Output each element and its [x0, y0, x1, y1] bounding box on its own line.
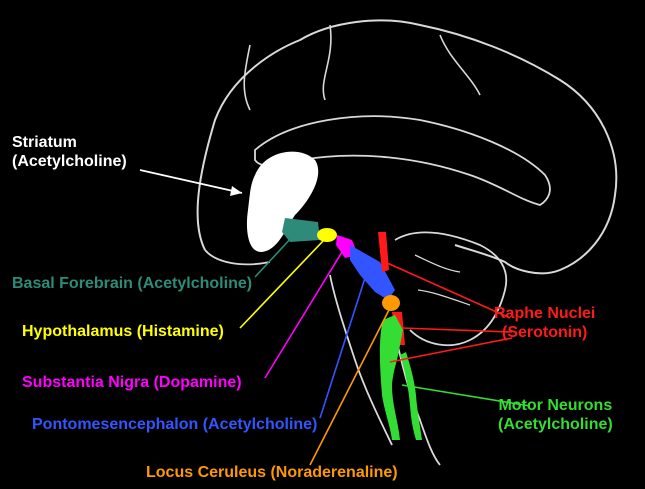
- raphe-nuclei-neurotransmitter: (Serotonin): [494, 323, 595, 342]
- hypothalamus-shape: [317, 228, 337, 242]
- motor-neurons-name: Motor Neurons: [498, 396, 613, 415]
- brainstem-back-outline: [395, 330, 440, 465]
- hypothalamus-pointer: [240, 240, 324, 328]
- motor-neurons-neurotransmitter: (Acetylcholine): [498, 415, 613, 434]
- frontal-lower-outline: [205, 250, 270, 264]
- striatum-pointer: [140, 170, 242, 193]
- striatum-name: Striatum: [12, 133, 127, 152]
- motor-neurons-branch-shape: [400, 352, 422, 440]
- locus-ceruleus-pointer: [310, 308, 390, 465]
- pontomesencephalon-pointer: [320, 278, 365, 418]
- striatum-neurotransmitter: (Acetylcholine): [12, 152, 127, 171]
- basal-forebrain-shape: [282, 218, 320, 242]
- pontomesencephalon-shape: [350, 245, 395, 300]
- locus-ceruleus-label: Locus Ceruleus (Noraderenaline): [146, 463, 398, 482]
- pontomesencephalon-label: Pontomesencephalon (Acetylcholine): [32, 415, 317, 434]
- striatum-arrowhead: [230, 186, 242, 196]
- cortex-fold-2: [323, 25, 331, 100]
- basal-forebrain-label: Basal Forebrain (Acetylcholine): [12, 274, 252, 293]
- raphe-nuclei-name: Raphe Nuclei: [494, 304, 595, 323]
- cerebellum-fold-2: [418, 290, 470, 305]
- motor-neurons-shape: [380, 315, 403, 440]
- raphe-pointer-1: [385, 262, 510, 318]
- hypothalamus-label: Hypothalamus (Histamine): [22, 322, 224, 341]
- striatum-label: Striatum (Acetylcholine): [12, 133, 127, 171]
- locus-ceruleus-shape: [382, 295, 400, 311]
- substantia-nigra-pointer: [265, 252, 342, 378]
- raphe-nuclei-label: Raphe Nuclei (Serotonin): [494, 304, 595, 342]
- substantia-nigra-label: Substantia Nigra (Dopamine): [22, 373, 242, 392]
- cortex-fold-1: [244, 45, 250, 110]
- cerebellum-fold-1: [415, 255, 460, 272]
- motor-neurons-label: Motor Neurons (Acetylcholine): [498, 396, 613, 434]
- cortex-fold-3: [440, 35, 480, 95]
